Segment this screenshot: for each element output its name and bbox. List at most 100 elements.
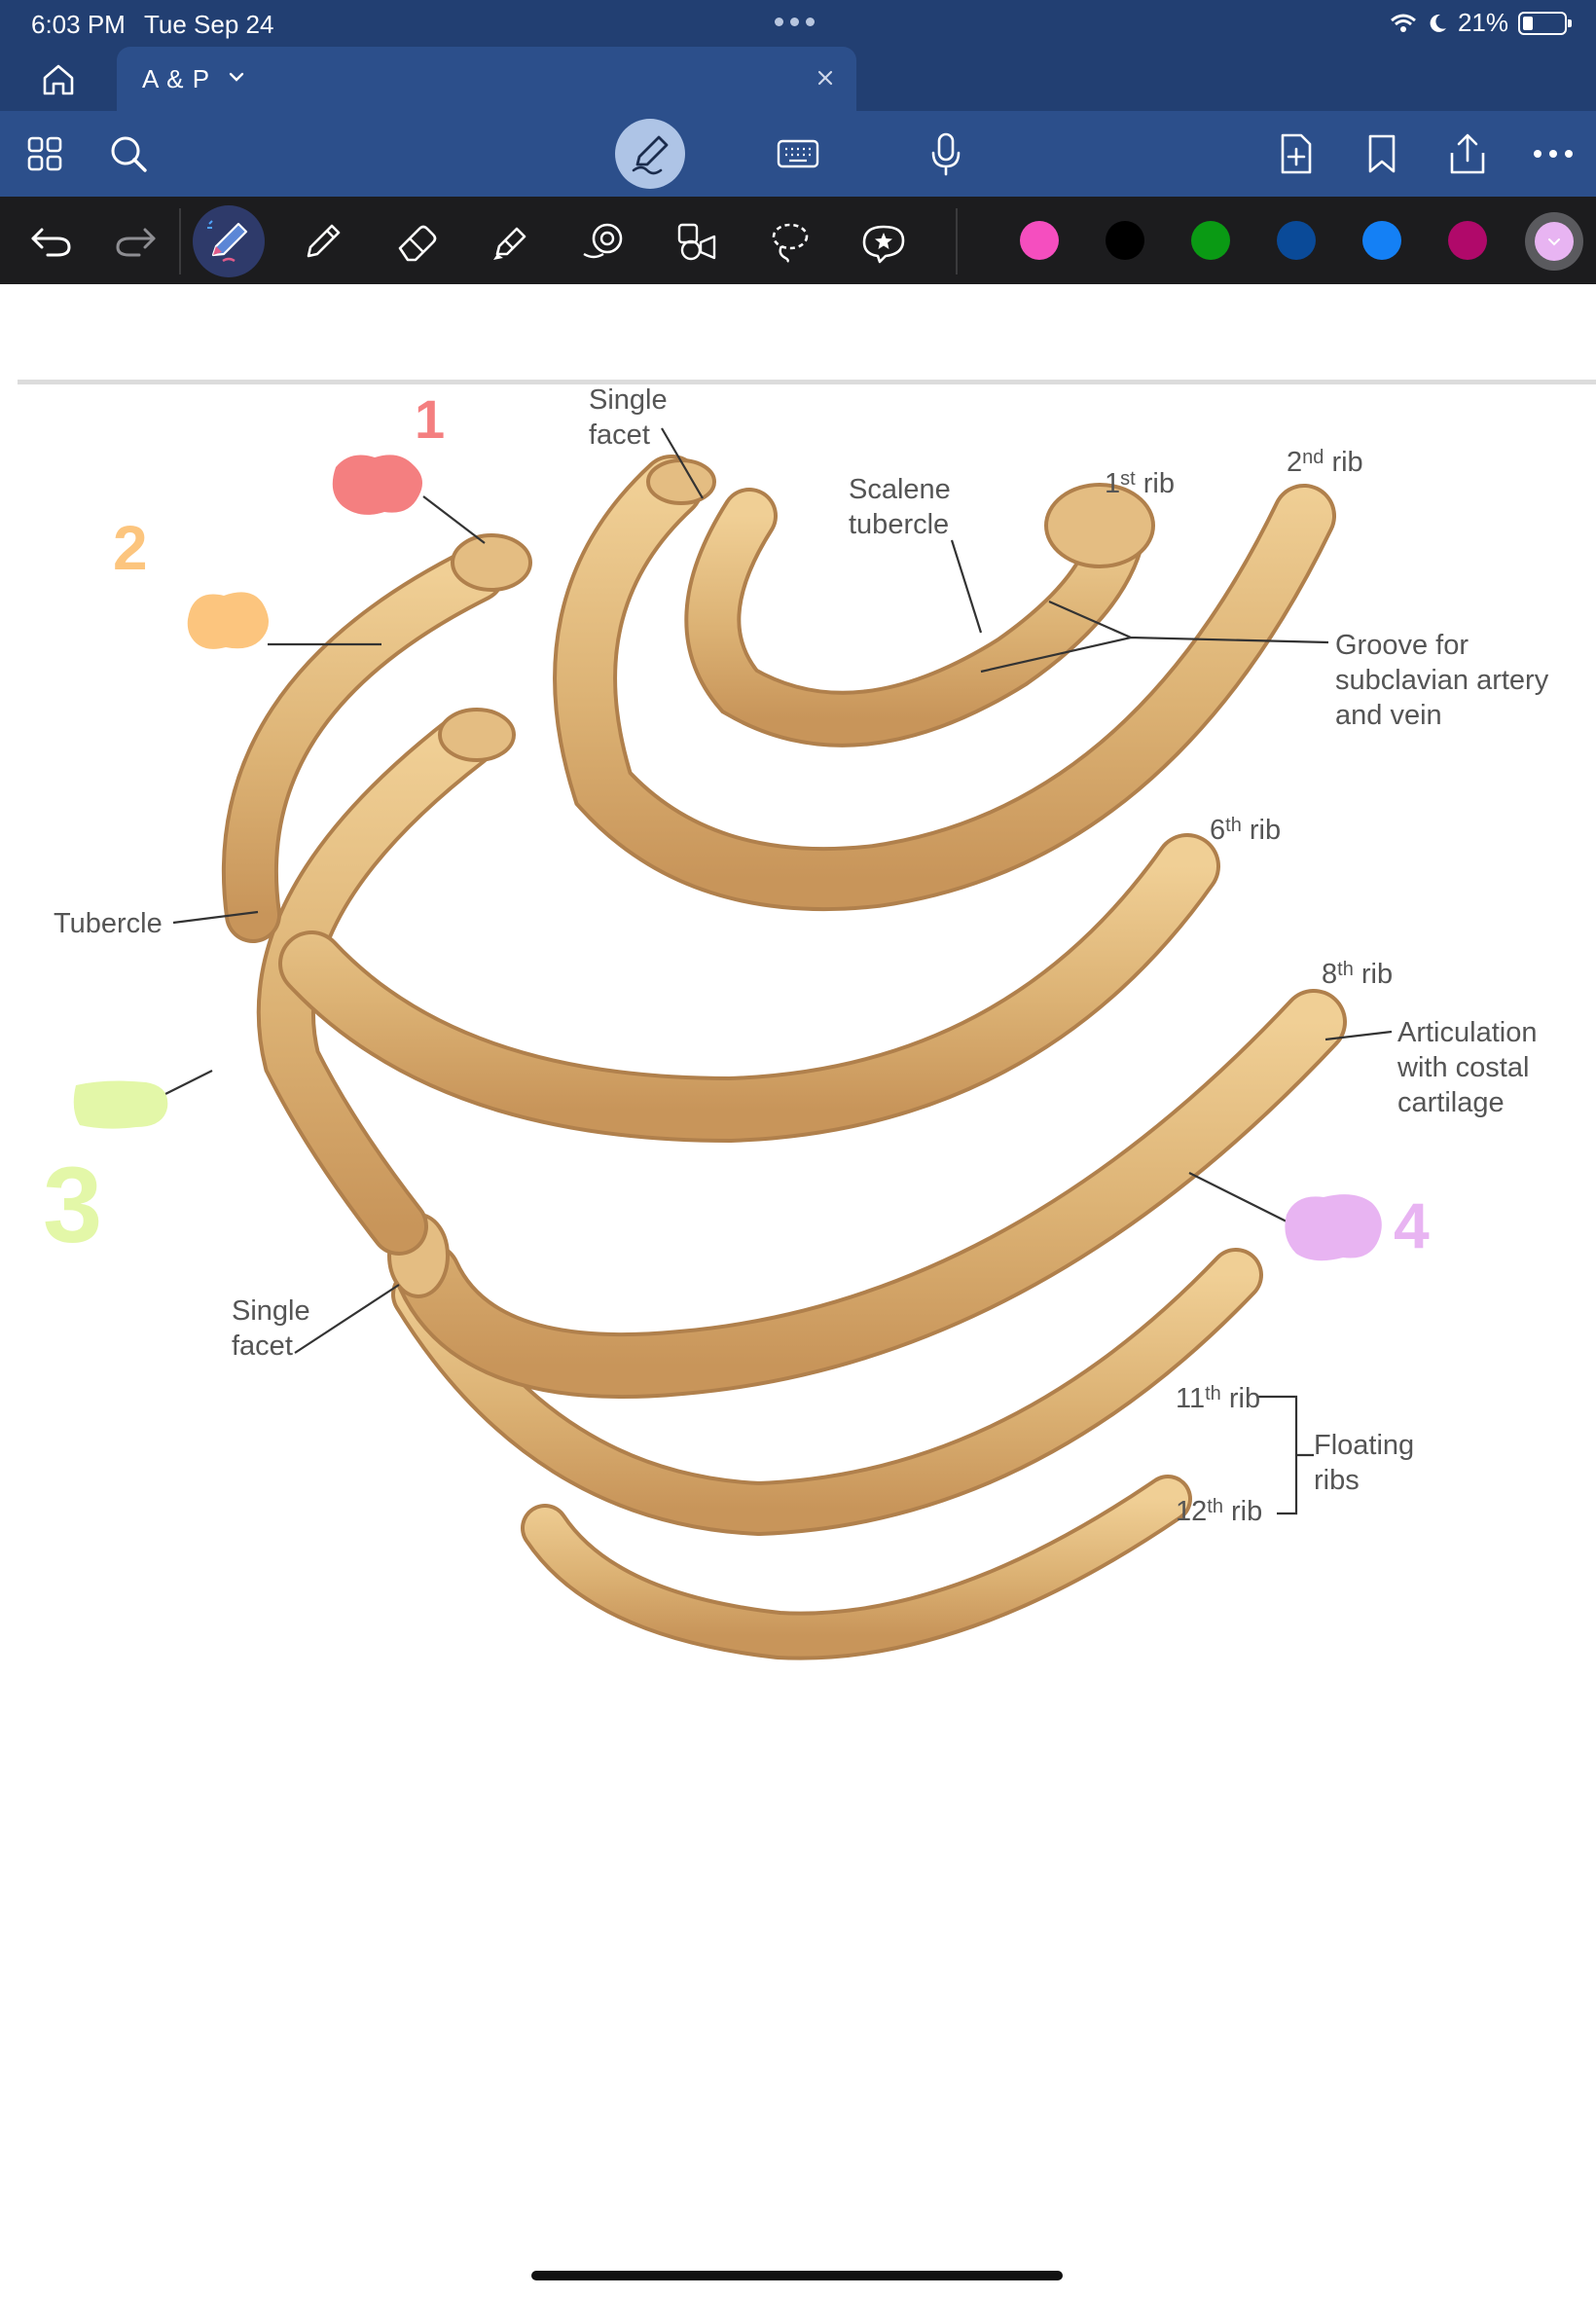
pen-tool-button[interactable] — [193, 205, 265, 277]
annotation-4[interactable]: 4 — [1285, 1189, 1430, 1261]
label-2nd-rib: 2nd rib — [1287, 447, 1363, 478]
label-1st-rib-sup: st — [1120, 468, 1136, 490]
pencil-button[interactable] — [298, 216, 348, 267]
label-single-facet-top-line2: facet — [589, 419, 650, 451]
label-2nd-rib-num: 2 — [1287, 447, 1302, 478]
label-11th-rib-sup: th — [1205, 1383, 1221, 1404]
shapes-button[interactable] — [578, 216, 629, 267]
color-swatch-pink[interactable] — [1020, 221, 1059, 260]
redo-button[interactable] — [111, 216, 162, 267]
label-12th-rib-sup: th — [1207, 1496, 1223, 1517]
annotation-2-number: 2 — [113, 513, 148, 583]
drawing-tools-bar — [0, 197, 1596, 284]
label-groove-line3: and vein — [1335, 700, 1442, 731]
close-icon[interactable] — [812, 64, 839, 91]
bookmark-button[interactable] — [1359, 130, 1405, 177]
label-groove-line2: subclavian artery — [1335, 665, 1549, 696]
rib-6 — [256, 708, 1220, 1256]
label-articulation-line2: with costal — [1396, 1052, 1529, 1083]
battery-icon — [1518, 11, 1572, 35]
annotation-3[interactable]: 3 — [43, 1080, 168, 1265]
highlighter-button[interactable] — [485, 216, 535, 267]
color-swatch-green[interactable] — [1191, 221, 1230, 260]
label-single-facet-bottom-line2: facet — [232, 1331, 293, 1362]
label-12th-rib: 12th rib — [1176, 1496, 1262, 1527]
label-scalene-tubercle-line2: tubercle — [849, 509, 949, 540]
wifi-icon — [1390, 14, 1416, 32]
microphone-button[interactable] — [923, 130, 969, 177]
annotation-1[interactable]: 1 — [332, 388, 445, 515]
label-8th-rib-sup: th — [1337, 959, 1354, 980]
annotation-1-blank — [332, 455, 422, 515]
chevron-down-icon[interactable] — [224, 64, 249, 90]
rib-2 — [221, 455, 1336, 943]
search-button[interactable] — [105, 130, 152, 177]
rib-12 — [521, 1475, 1192, 1660]
moon-icon — [1430, 14, 1446, 32]
keyboard-button[interactable] — [775, 130, 821, 177]
label-11th-rib-word: rib — [1221, 1383, 1260, 1414]
label-8th-rib-num: 8 — [1322, 959, 1337, 990]
color-swatch-blue[interactable] — [1362, 221, 1401, 260]
share-button[interactable] — [1444, 130, 1491, 177]
page-rule-line — [18, 380, 1596, 384]
label-single-facet-bottom-line1: Single — [232, 1295, 310, 1327]
pen-tool-icon — [207, 220, 248, 263]
annotation-4-number: 4 — [1394, 1189, 1430, 1261]
label-floating-ribs-line1: Floating — [1314, 1430, 1414, 1461]
color-swatch-navy[interactable] — [1277, 221, 1316, 260]
color-swatch-black[interactable] — [1106, 221, 1144, 260]
document-tab-title: A & P — [142, 64, 211, 93]
label-6th-rib-sup: th — [1225, 815, 1242, 836]
sticker-icon — [862, 225, 905, 264]
multitasking-dots-icon[interactable] — [775, 18, 815, 26]
rib-11 — [391, 1248, 1263, 1537]
label-6th-rib-num: 6 — [1210, 815, 1225, 846]
label-6th-rib-word: rib — [1242, 815, 1281, 846]
label-groove-line1: Groove for — [1335, 630, 1469, 661]
home-indicator[interactable] — [531, 2271, 1063, 2280]
undo-icon — [31, 228, 71, 257]
pen-mode-button[interactable] — [615, 119, 685, 189]
color-swatch-selected[interactable] — [1525, 212, 1583, 271]
label-12th-rib-num: 12 — [1176, 1496, 1207, 1527]
eraser-icon — [398, 225, 437, 262]
more-button[interactable] — [1530, 130, 1577, 177]
label-2nd-rib-word: rib — [1324, 447, 1362, 478]
label-floating-ribs-line2: ribs — [1314, 1465, 1360, 1496]
status-indicators: 21% — [1390, 8, 1572, 38]
palette-divider — [956, 208, 958, 274]
handwritten-annotations[interactable]: 1 2 3 4 — [43, 388, 1430, 1265]
annotation-1-number: 1 — [415, 388, 445, 450]
rib-8 — [387, 989, 1347, 1400]
tools-divider — [179, 208, 181, 274]
add-page-button[interactable] — [1273, 130, 1320, 177]
sticker-button[interactable] — [858, 216, 909, 267]
home-button[interactable] — [37, 60, 80, 99]
label-tubercle: Tubercle — [54, 908, 163, 939]
label-6th-rib: 6th rib — [1210, 815, 1281, 846]
color-swatch-magenta[interactable] — [1448, 221, 1487, 260]
eraser-button[interactable] — [391, 216, 442, 267]
annotation-3-number: 3 — [43, 1146, 102, 1265]
annotation-2[interactable]: 2 — [113, 513, 269, 649]
chevron-down-icon — [1535, 222, 1574, 261]
pen-mode-icon — [632, 135, 669, 175]
annotation-2-blank — [187, 592, 269, 649]
share-icon — [1450, 133, 1485, 174]
redo-icon — [116, 228, 156, 257]
undo-button[interactable] — [25, 216, 76, 267]
elements-button[interactable] — [671, 216, 722, 267]
highlighter-icon — [493, 227, 526, 260]
keyboard-icon — [777, 139, 819, 168]
diagram-labels: Single facet Scalene tubercle 1st rib 2n… — [54, 384, 1549, 1527]
rib-anatomy-diagram[interactable]: Single facet Scalene tubercle 1st rib 2n… — [0, 384, 1596, 1698]
lasso-button[interactable] — [765, 216, 816, 267]
document-tab[interactable]: A & P — [117, 47, 856, 111]
status-date: Tue Sep 24 — [144, 10, 274, 39]
grid-button[interactable] — [21, 130, 68, 177]
label-1st-rib-word: rib — [1136, 468, 1175, 499]
shapes-icon — [583, 223, 623, 259]
label-11th-rib: 11th rib — [1176, 1383, 1260, 1414]
label-single-facet-top-line1: Single — [589, 384, 668, 416]
